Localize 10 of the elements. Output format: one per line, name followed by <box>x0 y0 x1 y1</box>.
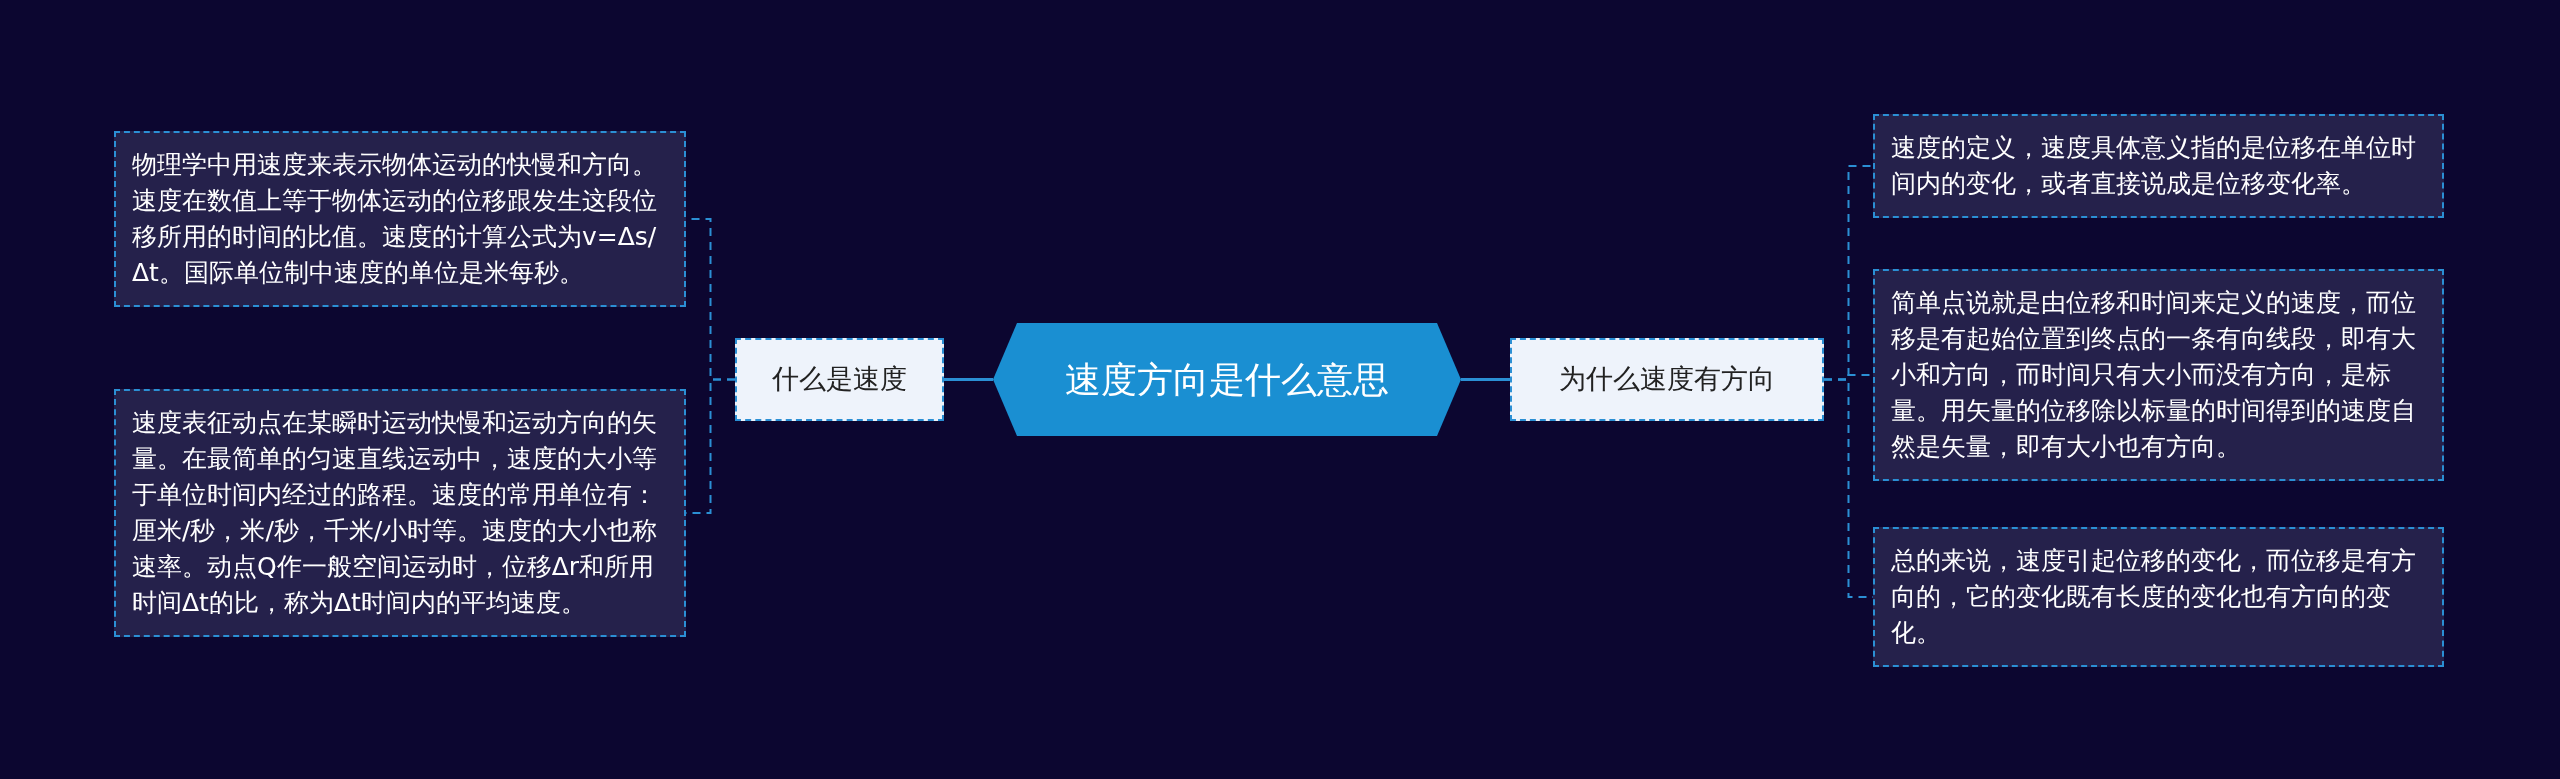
connector-line <box>944 378 993 381</box>
note-box: 总的来说，速度引起位移的变化，而位移是有方向的，它的变化既有长度的变化也有方向的变化。 <box>1873 527 2444 667</box>
note-box: 速度表征动点在某瞬时运动快慢和运动方向的矢量。在最简单的匀速直线运动中，速度的大小等于单位时间内经过的路程。速度的常用单位有：厘米/秒，米/秒，千米/小时等。速度的大小也称速率。动点Q作一般空间运动时，位移Δr和所用时间Δt的比，称为Δt时间内的平均速度。 <box>114 389 686 637</box>
topic-title: 速度方向是什么意思 <box>1065 357 1389 402</box>
subtopic-box: 什么是速度 <box>735 338 944 421</box>
note-box: 简单点说就是由位移和时间来定义的速度，而位移是有起始位置到终点的一条有向线段，即有大小和方向，而时间只有大小而没有方向，是标量。用矢量的位移除以标量的时间得到的速度自然是矢量，即有大小也有方向。 <box>1873 269 2444 481</box>
note-box: 物理学中用速度来表示物体运动的快慢和方向。速度在数值上等于物体运动的位移跟发生这段位移所用的时间的比值。速度的计算公式为v=Δs/Δt。国际单位制中速度的单位是米每秒。 <box>114 131 686 307</box>
connector-line <box>1461 378 1510 381</box>
subtopic-box: 为什么速度有方向 <box>1510 338 1824 421</box>
note-box: 速度的定义，速度具体意义指的是位移在单位时间内的变化，或者直接说成是位移变化率。 <box>1873 114 2444 218</box>
